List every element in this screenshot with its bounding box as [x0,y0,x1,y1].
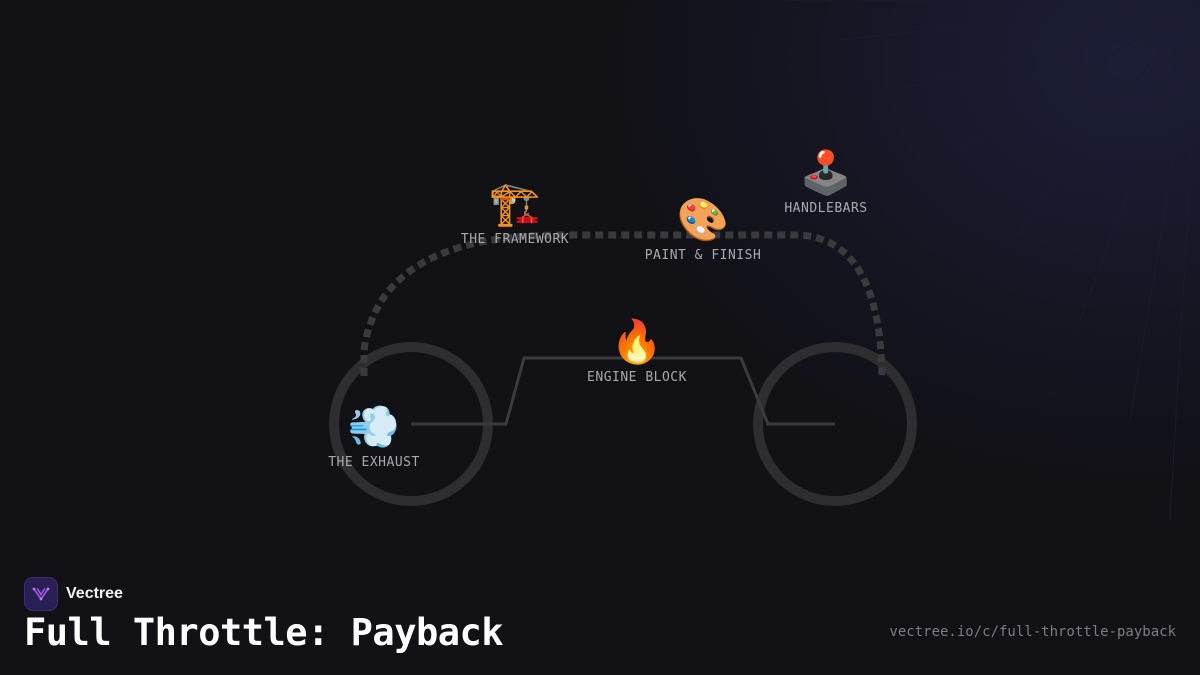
chassis-line [411,356,835,426]
course-url[interactable]: vectree.io/c/full-throttle-payback [889,624,1176,640]
node-exhaust: 💨 THE EXHAUST [328,402,420,471]
vectree-logo-icon [24,577,58,611]
node-label: HANDLEBARS [784,201,868,216]
node-label: PAINT & FINISH [644,248,762,263]
node-label: THE FRAMEWORK [460,232,570,247]
node-label: THE EXHAUST [328,455,420,470]
dash-away-icon: 💨 [347,402,401,451]
joystick-icon: 🕹️ [799,148,853,197]
node-paint-finish: 🎨 PAINT & FINISH [644,195,762,264]
node-label: ENGINE BLOCK [587,370,687,385]
dashed-frame-arc [360,231,886,377]
node-engine-block: 🔥 ENGINE BLOCK [587,317,687,386]
fire-icon: 🔥 [610,317,664,366]
construction-crane-icon: 🏗️ [488,179,542,228]
brand-name: Vectree [66,585,123,602]
page-title: Full Throttle: Payback [24,611,504,654]
node-framework: 🏗️ THE FRAMEWORK [460,179,570,248]
brand: Vectree [24,577,123,611]
front-wheel [753,342,917,506]
artist-palette-icon: 🎨 [676,195,730,244]
node-handlebars: 🕹️ HANDLEBARS [784,148,868,217]
